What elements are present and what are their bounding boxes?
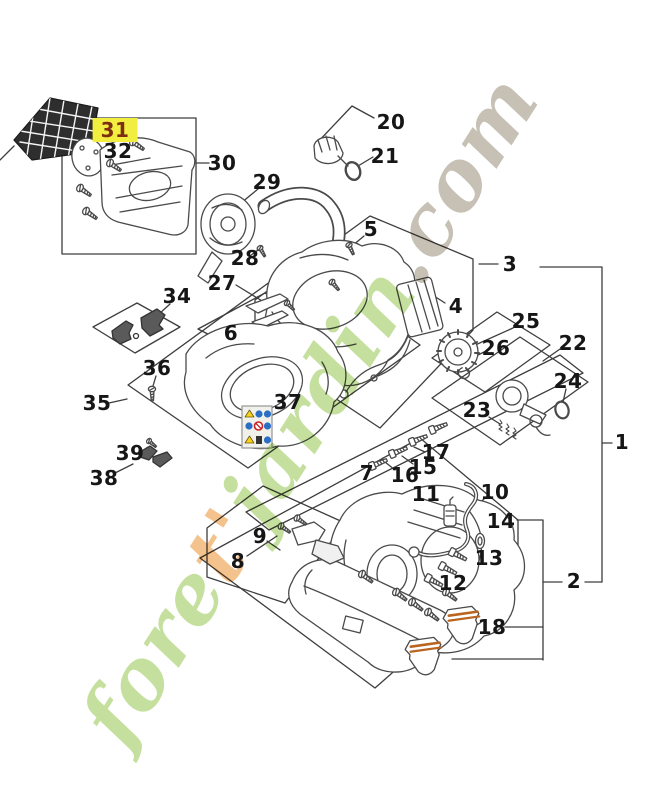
callout-11: 11 xyxy=(411,482,441,506)
starter-fan-housing-29 xyxy=(198,194,255,283)
callout-31: 31 xyxy=(92,118,138,142)
callout-3: 3 xyxy=(502,252,518,276)
safety-sticker-37 xyxy=(242,406,272,448)
callout-1: 1 xyxy=(614,430,630,454)
top-cover-assembly xyxy=(68,136,195,235)
oil-pump-assembly-22 xyxy=(496,380,570,439)
callout-26: 26 xyxy=(481,336,511,360)
bolt-icon-17 xyxy=(427,419,449,436)
circlip-26 xyxy=(459,368,470,379)
callout-9: 9 xyxy=(252,524,268,548)
callout-23: 23 xyxy=(462,398,492,422)
dark-pictogram-icon xyxy=(256,436,262,444)
callout-6: 6 xyxy=(223,321,239,345)
springs-23 xyxy=(499,420,516,439)
screw-icon xyxy=(276,521,293,536)
fuel-cap-20 xyxy=(314,136,363,182)
callout-25: 25 xyxy=(511,309,541,333)
piston-icon xyxy=(442,606,483,647)
blue-mandatory-icon xyxy=(263,410,272,418)
grommet-14 xyxy=(476,534,485,549)
callout-37: 37 xyxy=(273,390,303,414)
callout-34: 34 xyxy=(162,284,192,308)
blue-mandatory-icon xyxy=(255,410,263,418)
callout-4: 4 xyxy=(448,294,464,318)
screw-icon xyxy=(80,205,100,223)
callout-8: 8 xyxy=(230,549,246,573)
bolt-icon-16 xyxy=(387,443,409,460)
ignition-module-4 xyxy=(340,276,444,398)
bracket-1 xyxy=(540,267,602,582)
callout-16: 16 xyxy=(390,463,420,487)
callout-35: 35 xyxy=(82,391,112,415)
callout-38: 38 xyxy=(89,466,119,490)
callout-20: 20 xyxy=(376,110,406,134)
clutch-drum-25 xyxy=(437,330,479,379)
callout-29: 29 xyxy=(252,170,282,194)
callout-7: 7 xyxy=(359,461,375,485)
callout-36: 36 xyxy=(142,356,172,380)
callout-28: 28 xyxy=(230,246,260,270)
trigger-parts-34 xyxy=(112,309,165,344)
warning-triangle-icon xyxy=(245,436,254,443)
piston-icon xyxy=(404,637,445,678)
screw-icon xyxy=(292,513,309,528)
callout-17: 17 xyxy=(421,440,451,464)
callout-15: 15 xyxy=(408,455,438,479)
callout-39: 39 xyxy=(115,441,145,465)
group-box-3 xyxy=(255,216,473,428)
small-parts-38-39 xyxy=(138,437,172,467)
screw-icon-36 xyxy=(147,385,157,402)
screw-icon xyxy=(74,182,94,200)
blue-mandatory-icon xyxy=(245,422,253,430)
hose-end xyxy=(409,547,419,557)
o-ring-21 xyxy=(343,160,362,182)
callout-27: 27 xyxy=(207,271,237,295)
piston-parts-18 xyxy=(404,606,483,678)
seal-ring-24 xyxy=(554,400,571,420)
callout-5: 5 xyxy=(363,217,379,241)
reference-brackets xyxy=(452,267,612,660)
callout-14: 14 xyxy=(486,509,516,533)
oil-pump-bracket-8-9 xyxy=(276,513,344,564)
fuel-line-and-filter xyxy=(409,484,485,557)
callout-22: 22 xyxy=(558,331,588,355)
handle-housing-35 xyxy=(147,277,346,448)
callout-21: 21 xyxy=(370,144,400,168)
callout-32: 32 xyxy=(103,139,133,163)
callout-24: 24 xyxy=(553,369,583,393)
bracket-2 xyxy=(517,520,543,660)
callout-13: 13 xyxy=(474,546,504,570)
callout-12: 12 xyxy=(438,571,468,595)
blue-mandatory-icon xyxy=(263,436,272,444)
callout-2: 2 xyxy=(566,569,582,593)
blue-mandatory-icon xyxy=(263,422,272,430)
callout-30: 30 xyxy=(207,151,237,175)
warning-triangle-icon xyxy=(245,410,254,417)
callout-18: 18 xyxy=(477,615,507,639)
group-box-34 xyxy=(93,303,180,353)
red-prohibition-icon xyxy=(255,422,263,430)
top-cover-30 xyxy=(100,138,195,235)
callout-10: 10 xyxy=(480,480,510,504)
